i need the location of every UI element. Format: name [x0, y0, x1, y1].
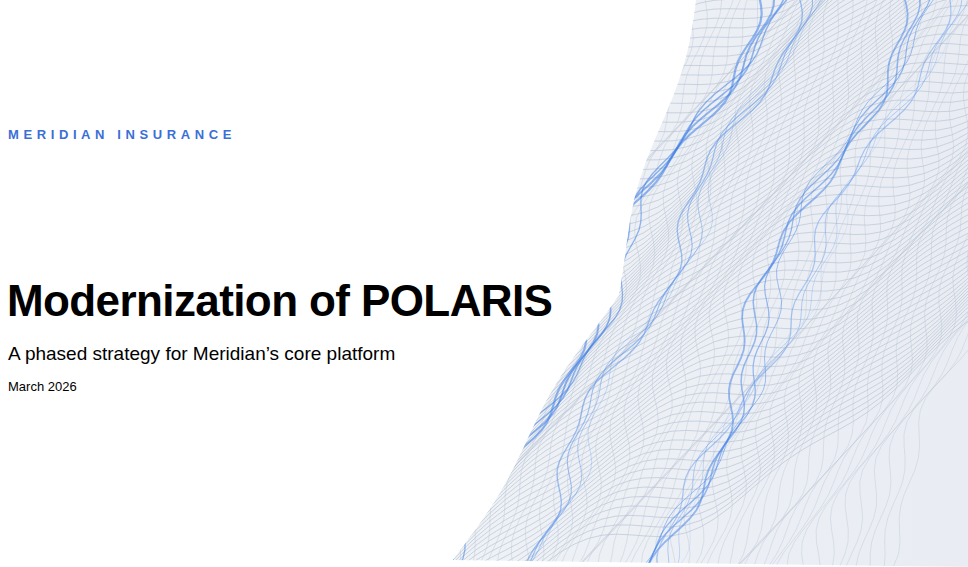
ridge-line: [522, 0, 803, 567]
ridge-line: [644, 0, 920, 567]
contour-line: [420, 209, 968, 536]
mesh-strand: [757, 0, 968, 567]
mesh-strand: [567, 0, 830, 567]
mesh-strand: [730, 0, 968, 567]
mesh-strand: [760, 0, 968, 567]
mesh-strand: [828, 0, 968, 567]
contour-line: [420, 0, 968, 208]
mesh-strand: [568, 0, 812, 567]
contour-line: [420, 0, 968, 213]
mesh-strand: [843, 0, 968, 567]
ridge-line: [668, 0, 962, 567]
mesh-strand: [885, 0, 968, 567]
ridge-line: [514, 0, 829, 567]
mesh-strand: [855, 0, 968, 567]
ridge-line: [672, 0, 968, 567]
mesh-strand: [537, 0, 787, 567]
mesh-strand: [773, 0, 968, 567]
contour-line: [420, 0, 968, 42]
mesh-strand: [572, 0, 835, 567]
mesh-strand: [683, 0, 922, 567]
mesh-strand: [596, 0, 835, 567]
ridge-line: [657, 0, 951, 567]
mesh-strand: [724, 0, 963, 567]
contour-line: [420, 96, 968, 366]
subtitle: A phased strategy for Meridian’s core pl…: [8, 343, 395, 365]
ridge-line: [673, 0, 968, 567]
contour-line: [420, 0, 968, 267]
contour-line: [420, 0, 968, 199]
mesh-strand: [546, 0, 806, 567]
ridge-line: [636, 0, 940, 567]
mesh-strand: [617, 0, 867, 567]
contour-line: [420, 114, 968, 382]
mesh-strand: [750, 0, 968, 567]
contour-line: [420, 0, 968, 63]
contour-line: [420, 0, 968, 234]
mesh-strand: [764, 0, 968, 567]
mesh-strand: [715, 0, 960, 567]
mesh-strand: [540, 0, 800, 567]
mesh-strand: [740, 0, 968, 567]
mesh-strand: [728, 0, 968, 567]
mesh-strand: [656, 0, 895, 567]
contour-line: [420, 0, 968, 167]
slide-title: Modernization of POLARIS: [7, 276, 552, 326]
brand-name: MERIDIAN INSURANCE: [8, 127, 236, 142]
contour-line: [420, 0, 968, 56]
contour-line: [420, 0, 968, 86]
mesh-strand: [525, 0, 759, 567]
date-text: March 2026: [8, 379, 77, 394]
mesh-strand: [703, 0, 958, 567]
mesh-strand: [726, 0, 968, 567]
contour-line: [420, 124, 968, 394]
mesh-strand: [834, 0, 968, 567]
contour-line: [420, 0, 968, 210]
